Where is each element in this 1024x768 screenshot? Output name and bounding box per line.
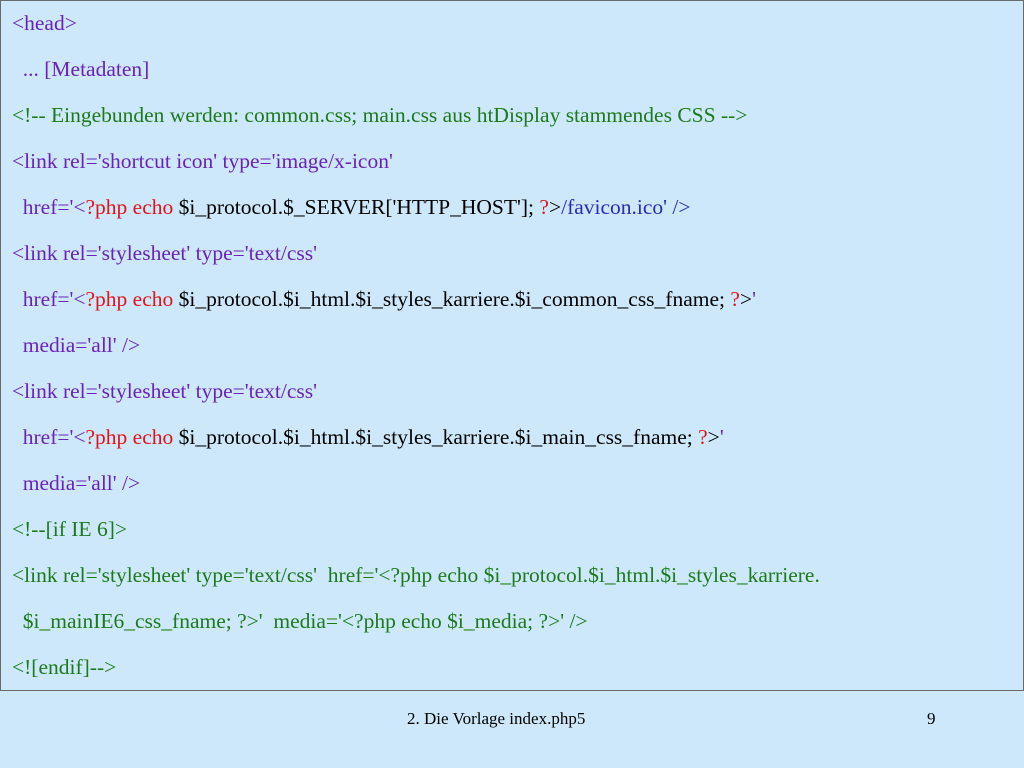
code-listing: <head> ... [Metadaten] <!-- Eingebunden … (0, 0, 1024, 691)
slide-page-number: 9 (927, 709, 936, 728)
code-token: ?php echo (85, 287, 179, 311)
code-token: ' (752, 287, 756, 311)
slide-footer-title: 2. Die Vorlage index.php5 (407, 709, 586, 728)
code-token: href='< (12, 195, 86, 219)
code-line-main-css-href: href='<?php echo $i_protocol.$i_html.$i_… (12, 425, 724, 449)
code-token: $i_protocol.$i_html.$i_styles_karriere.$… (178, 425, 699, 449)
code-line-link-stylesheet: <link rel='stylesheet' type='text/css' (12, 241, 318, 265)
code-comment-ie6-media: $i_mainIE6_css_fname; ?>' media='<?php e… (12, 609, 588, 633)
code-line-link-icon: <link rel='shortcut icon' type='image/x-… (12, 149, 393, 173)
code-token: > (739, 287, 753, 311)
code-line-favicon-href: href='<?php echo $i_protocol.$_SERVER['H… (12, 195, 691, 219)
code-token: > (707, 425, 720, 449)
code-token: href='< (12, 287, 86, 311)
code-token: ? (698, 425, 708, 449)
code-line-head: <head> (12, 11, 77, 35)
code-line-media: media='all' /> (12, 333, 141, 357)
code-comment-included: <!-- Eingebunden werden: common.css; mai… (12, 103, 748, 127)
code-token: > (548, 195, 562, 219)
code-token: ? (539, 195, 549, 219)
code-token: /favicon.ico' /> (561, 195, 691, 219)
code-token: href='< (12, 425, 86, 449)
code-token: ?php echo (85, 425, 179, 449)
code-token: ' (719, 425, 724, 449)
code-token: ? (730, 287, 740, 311)
code-token: $i_protocol.$_SERVER['HTTP_HOST']; (178, 195, 540, 219)
code-comment-ie6-link: <link rel='stylesheet' type='text/css' h… (12, 563, 820, 587)
code-line-link-stylesheet: <link rel='stylesheet' type='text/css' (12, 379, 318, 403)
code-comment-if-ie6: <!--[if IE 6]> (12, 517, 127, 541)
code-token: $i_protocol.$i_html.$i_styles_karriere.$… (178, 287, 731, 311)
code-line-metadaten: ... [Metadaten] (12, 57, 150, 81)
code-token: ?php echo (85, 195, 179, 219)
code-line-common-css-href: href='<?php echo $i_protocol.$i_html.$i_… (12, 287, 756, 311)
code-line-media: media='all' /> (12, 471, 141, 495)
code-comment-endif: <![endif]--> (12, 655, 117, 679)
